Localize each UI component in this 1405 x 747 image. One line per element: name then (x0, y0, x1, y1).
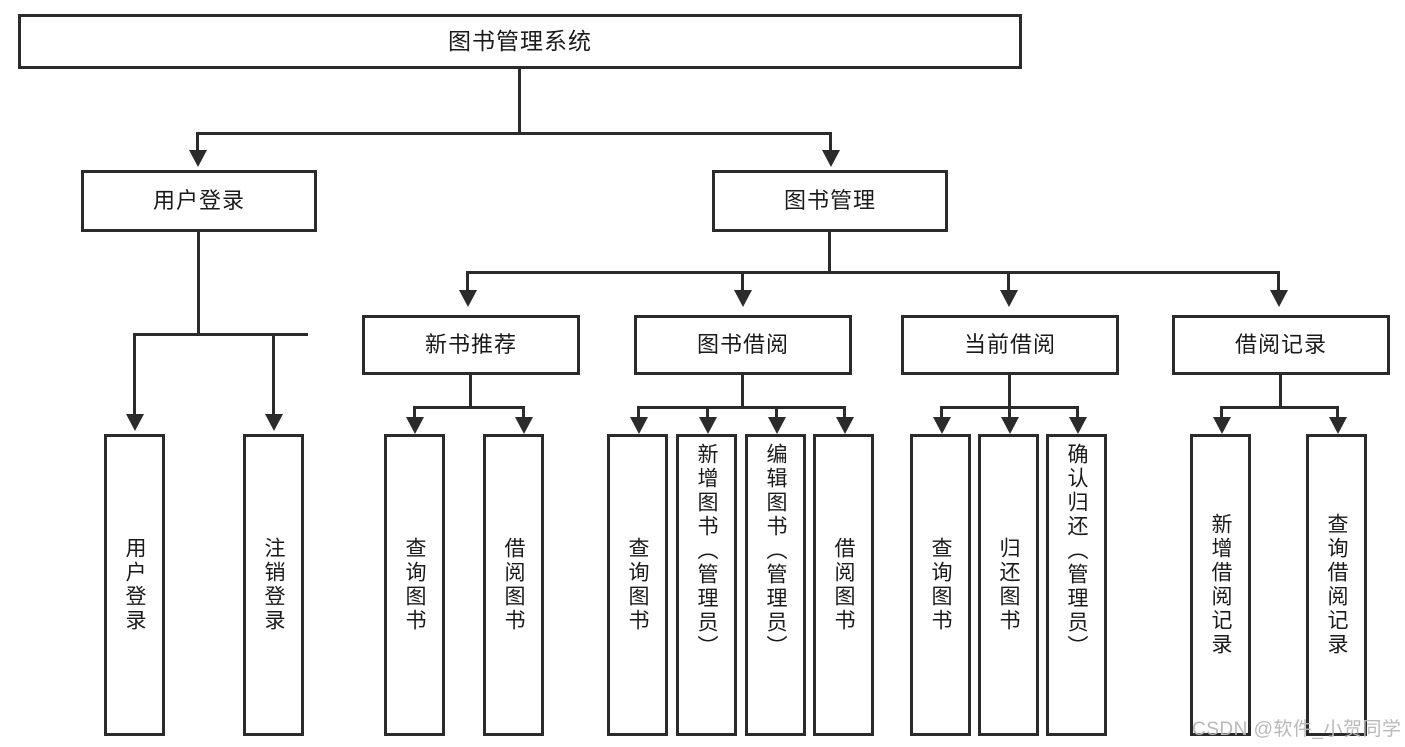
leaf-node-add-borrow-record[interactable]: 新增借阅记录 (1190, 434, 1251, 736)
node-label: 查询借阅记录 (1325, 513, 1348, 657)
node-label: 归还图书 (997, 537, 1020, 633)
node-label: 查询图书 (929, 537, 952, 633)
connector-book-management-child-4 (1277, 271, 1280, 293)
connector-book-management-stem (828, 232, 831, 274)
node-label: 图书借阅 (696, 332, 789, 358)
arrow-icon-new-book-recommend-child-1 (406, 417, 424, 434)
arrow-icon-book-management-child-3 (1000, 290, 1018, 307)
arrow-icon-current-borrow-child-2 (1001, 417, 1019, 434)
leaf-node-borrow-book-recommend[interactable]: 借阅图书 (483, 434, 544, 736)
connector-new-book-recommend-child-2 (522, 406, 525, 419)
connector-book-borrow-child-1 (637, 406, 640, 419)
node-label: 借阅记录 (1234, 332, 1327, 358)
leaf-node-add-book-admin[interactable]: 新增图书（管理员） (676, 434, 737, 736)
arrow-icon-book-borrow-child-3 (768, 417, 786, 434)
node-label: 用户登录 (152, 188, 245, 214)
connector-current-borrow-child-2 (1008, 406, 1011, 419)
connector-book-management-child-3 (1007, 271, 1010, 293)
connector-current-borrow-stem (1008, 375, 1011, 408)
node-root-book-management-system[interactable]: 图书管理系统 (18, 14, 1022, 69)
connector-user-login-child-2 (272, 333, 275, 416)
connector-book-management-child-1 (466, 271, 469, 293)
connector-root-to-user-login (196, 132, 199, 153)
node-label: 当前借阅 (963, 332, 1056, 358)
connector-book-borrow-child-2 (706, 406, 709, 419)
node-label: 新书推荐 (424, 332, 517, 358)
arrow-icon-root-to-book-management (822, 150, 840, 167)
node-label: 编辑图书（管理员） (764, 443, 787, 659)
node-label: 借阅图书 (832, 537, 855, 633)
connector-book-borrow-child-3 (775, 406, 778, 419)
arrow-icon-new-book-recommend-child-2 (515, 417, 533, 434)
arrow-icon-book-borrow-child-1 (630, 417, 648, 434)
watermark-text: CSDN @软件_小贺同学 (1192, 719, 1402, 740)
connector-root-to-book-management (829, 132, 832, 153)
leaf-node-borrow-book[interactable]: 借阅图书 (813, 434, 874, 736)
leaf-node-query-book-recommend[interactable]: 查询图书 (384, 434, 445, 736)
node-label: 新增借阅记录 (1209, 513, 1232, 657)
connector-borrow-record-child-2 (1336, 406, 1339, 419)
leaf-node-query-borrow-record[interactable]: 查询借阅记录 (1306, 434, 1367, 736)
connector-new-book-recommend-bus (413, 406, 525, 409)
arrow-icon-current-borrow-child-1 (933, 417, 951, 434)
leaf-node-query-book-current[interactable]: 查询图书 (910, 434, 971, 736)
connector-book-borrow-stem (741, 375, 744, 408)
node-borrow-record[interactable]: 借阅记录 (1172, 315, 1390, 375)
arrow-icon-borrow-record-child-1 (1213, 417, 1231, 434)
node-user-login[interactable]: 用户登录 (81, 170, 317, 232)
connector-borrow-record-child-1 (1220, 406, 1223, 419)
node-label: 用户登录 (123, 537, 146, 633)
node-label: 确认归还（管理员） (1065, 443, 1088, 659)
connector-book-borrow-child-4 (843, 406, 846, 419)
arrow-icon-root-to-user-login (189, 150, 207, 167)
arrow-icon-book-management-child-4 (1270, 290, 1288, 307)
leaf-node-edit-book-admin[interactable]: 编辑图书（管理员） (745, 434, 806, 736)
connector-current-borrow-child-1 (940, 406, 943, 419)
connector-book-management-child-2 (741, 271, 744, 293)
connector-borrow-record-bus (1220, 406, 1339, 409)
connector-user-login-bus (133, 333, 308, 336)
connector-current-borrow-child-3 (1076, 406, 1079, 419)
node-current-borrow[interactable]: 当前借阅 (901, 315, 1119, 375)
leaf-node-confirm-return-admin[interactable]: 确认归还（管理员） (1046, 434, 1107, 736)
arrow-icon-user-login-child-2 (265, 414, 283, 431)
node-label: 图书管理 (783, 188, 876, 214)
node-label: 注销登录 (262, 537, 285, 633)
leaf-node-return-book[interactable]: 归还图书 (978, 434, 1039, 736)
node-label: 新增图书（管理员） (695, 443, 718, 659)
arrow-icon-book-borrow-child-4 (836, 417, 854, 434)
leaf-node-logout[interactable]: 注销登录 (243, 434, 304, 736)
connector-root-bus (196, 132, 832, 135)
leaf-node-query-book-borrow[interactable]: 查询图书 (607, 434, 668, 736)
connector-new-book-recommend-child-1 (413, 406, 416, 419)
connector-book-borrow-bus (637, 406, 845, 409)
arrow-icon-book-management-child-2 (734, 290, 752, 307)
connector-new-book-recommend-stem (469, 375, 472, 408)
node-book-borrow[interactable]: 图书借阅 (634, 315, 852, 375)
node-book-management[interactable]: 图书管理 (712, 170, 948, 232)
connector-user-login-child-1 (133, 333, 136, 416)
arrow-icon-book-management-child-1 (459, 290, 477, 307)
arrow-icon-current-borrow-child-3 (1069, 417, 1087, 434)
arrow-icon-user-login-child-1 (126, 414, 144, 431)
node-label: 借阅图书 (502, 537, 525, 633)
connector-root-stem (518, 69, 521, 134)
connector-borrow-record-stem (1279, 375, 1282, 408)
node-label: 图书管理系统 (448, 28, 592, 55)
node-new-book-recommend[interactable]: 新书推荐 (362, 315, 580, 375)
leaf-node-user-login[interactable]: 用户登录 (104, 434, 165, 736)
node-label: 查询图书 (626, 537, 649, 633)
connector-user-login-stem (197, 232, 200, 336)
connector-book-management-bus (466, 271, 1280, 274)
node-label: 查询图书 (403, 537, 426, 633)
arrow-icon-book-borrow-child-2 (699, 417, 717, 434)
arrow-icon-borrow-record-child-2 (1329, 417, 1347, 434)
